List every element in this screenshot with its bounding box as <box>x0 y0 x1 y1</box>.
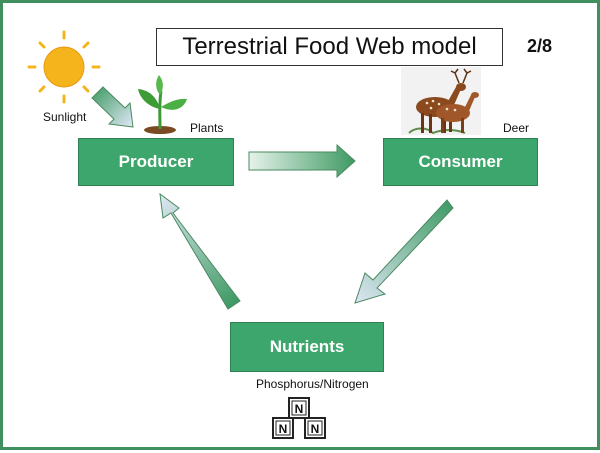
plant-icon <box>138 75 187 134</box>
deer-icon <box>401 67 481 135</box>
sunlight-arrow <box>91 86 134 128</box>
sun-icon <box>27 30 101 104</box>
consumer-node: Consumer <box>383 138 538 186</box>
nutrients-to-producer-arrow <box>159 192 241 310</box>
nitrogen-tiles-icon: N N N <box>272 397 326 439</box>
producer-to-consumer-arrow <box>248 143 356 179</box>
plants-label: Plants <box>190 121 224 135</box>
diagram-graphics: N N N <box>27 30 481 439</box>
nutrients-node: Nutrients <box>230 322 384 372</box>
deer-label: Deer <box>503 121 530 135</box>
phosphorus-nitrogen-label: Phosphorus/Nitrogen <box>256 377 369 391</box>
element-tile-3: N <box>311 422 320 436</box>
element-tile-1: N <box>295 402 304 416</box>
consumer-to-nutrients-arrow <box>354 199 454 304</box>
producer-node: Producer <box>78 138 234 186</box>
sunlight-label: Sunlight <box>43 110 87 124</box>
element-tile-2: N <box>279 422 288 436</box>
slide-title: Terrestrial Food Web model <box>156 28 503 66</box>
page-number: 2/8 <box>527 36 553 56</box>
